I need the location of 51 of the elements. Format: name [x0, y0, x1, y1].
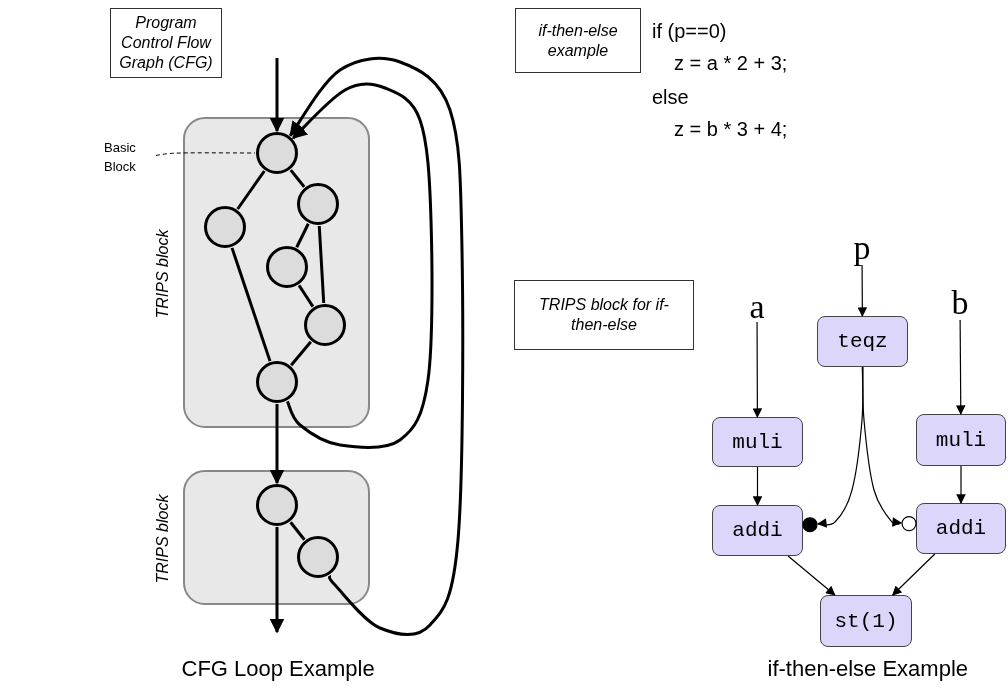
note-box: if-then-else example: [515, 8, 641, 73]
variable-label: p: [852, 233, 872, 265]
connector-line: [289, 521, 306, 541]
basic-block-circle: [256, 361, 298, 403]
variable-label: b: [950, 288, 970, 320]
instruction-box: muli: [916, 414, 1006, 466]
instruction-box: addi: [712, 505, 803, 556]
basic-block-circle: [297, 536, 339, 578]
callout-label: Basic Block: [104, 138, 156, 178]
basic-block-circle: [204, 206, 246, 248]
connector-line: [290, 340, 312, 367]
arrow: [269, 58, 285, 133]
connector-line: [317, 225, 326, 304]
basic-block-circle: [297, 183, 339, 225]
arrow: [285, 82, 434, 449]
basic-block-circle: [304, 304, 346, 346]
code-line: else: [652, 86, 689, 109]
arrow: [862, 366, 902, 529]
arrow: [269, 527, 285, 634]
code-line: if (p==0): [652, 20, 727, 43]
connector-line: [295, 223, 310, 248]
code-line: z = b * 3 + 4;: [674, 118, 788, 141]
arrow: [289, 57, 465, 636]
basic-block-circle: [256, 484, 298, 526]
figure-caption: CFG Loop Example: [181, 656, 375, 682]
arrow: [857, 264, 868, 317]
connector-line: [297, 284, 315, 308]
instruction-box: st(1): [820, 595, 912, 647]
arrow: [892, 553, 936, 596]
arrow: [752, 321, 763, 418]
arrow: [787, 555, 836, 596]
block-label: TRIPS block: [153, 494, 172, 583]
leader-line: [155, 152, 256, 156]
figure-caption: if-then-else Example: [767, 656, 969, 682]
connector-line: [236, 170, 266, 210]
block-label: TRIPS block: [153, 229, 172, 318]
arrow: [955, 319, 966, 415]
note-box: Program Control Flow Graph (CFG): [110, 8, 222, 78]
instruction-box: teqz: [817, 316, 908, 367]
basic-block-circle: [266, 246, 308, 288]
arrow: [269, 404, 285, 485]
instruction-box: addi: [916, 503, 1006, 554]
arrow: [956, 465, 966, 504]
connector-line: [230, 247, 272, 362]
connector-line: [289, 169, 306, 188]
variable-label: a: [747, 292, 767, 322]
note-box: TRIPS block for if-then-else: [514, 280, 694, 350]
arrow: [752, 466, 763, 506]
code-line: z = a * 2 + 3;: [674, 52, 788, 75]
basic-block-circle: [256, 132, 298, 174]
instruction-box: muli: [712, 417, 803, 467]
